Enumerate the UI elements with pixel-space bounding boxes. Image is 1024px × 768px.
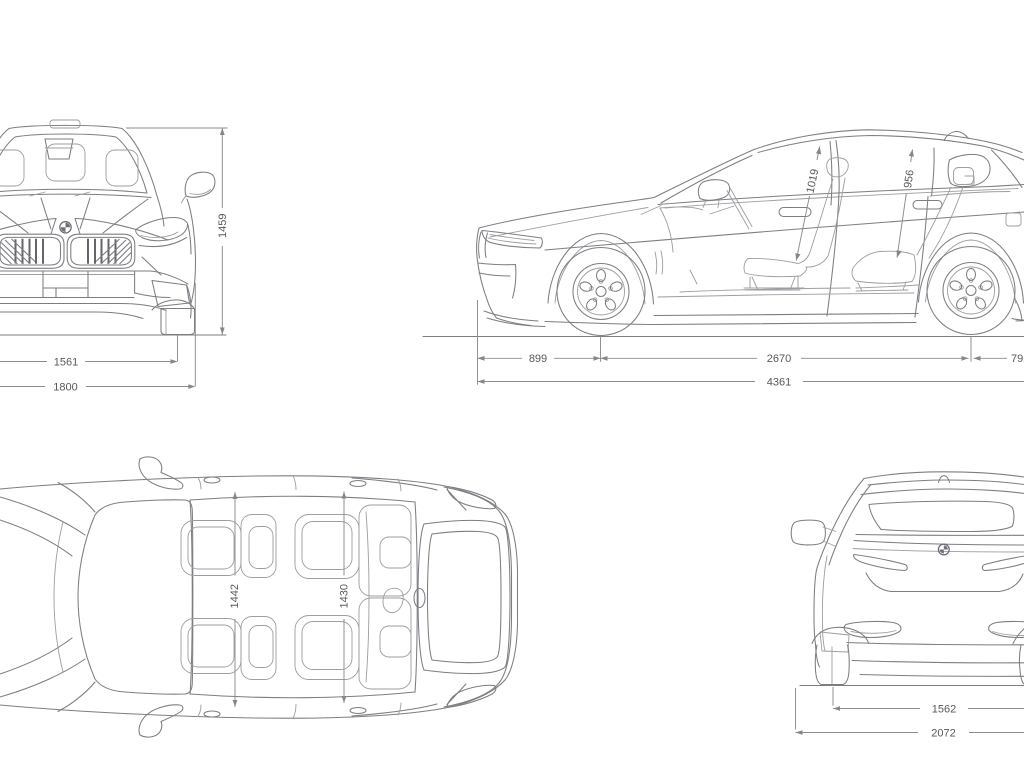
svg-text:2072: 2072 xyxy=(931,727,955,739)
svg-text:2670: 2670 xyxy=(767,353,791,365)
svg-text:1442: 1442 xyxy=(229,584,241,608)
svg-text:956: 956 xyxy=(902,169,916,189)
svg-text:899: 899 xyxy=(529,353,547,365)
svg-text:4361: 4361 xyxy=(767,376,791,388)
svg-text:1430: 1430 xyxy=(339,584,351,608)
svg-text:792: 792 xyxy=(1011,353,1024,365)
svg-text:1561: 1561 xyxy=(54,356,78,368)
svg-text:1562: 1562 xyxy=(932,703,956,715)
svg-text:1459: 1459 xyxy=(217,214,229,238)
svg-text:1019: 1019 xyxy=(805,168,822,194)
svg-text:1800: 1800 xyxy=(53,381,77,393)
